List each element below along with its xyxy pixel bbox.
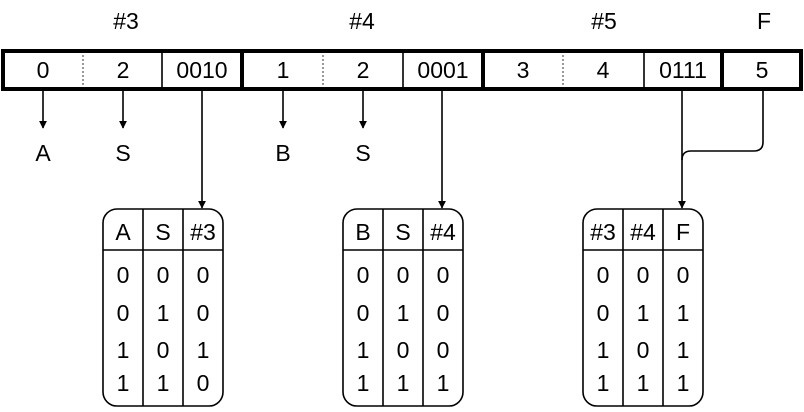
table-cell: 1 — [397, 300, 410, 326]
table-header: B — [355, 219, 370, 245]
table-cell: 0 — [397, 337, 410, 363]
connector-f-to-table-3 — [681, 89, 764, 161]
table-cell: 0 — [157, 262, 170, 288]
output-label-a: A — [35, 140, 51, 166]
table-header: S — [155, 219, 170, 245]
table-cell: 0 — [117, 300, 130, 326]
table-cell: 0 — [357, 300, 370, 326]
table-outline — [102, 208, 224, 407]
table-header: F — [676, 219, 690, 245]
table-cell: 1 — [637, 370, 650, 396]
table-cell: 1 — [597, 370, 610, 396]
table-cell: 0 — [357, 262, 370, 288]
table-cell: 1 — [637, 300, 650, 326]
group-label-f: F — [757, 8, 771, 34]
table-cell: 0 — [197, 300, 210, 326]
table-header: S — [395, 219, 410, 245]
bar-cell: 2 — [357, 57, 370, 83]
table-cell: 1 — [157, 370, 170, 396]
table-cell: 0 — [437, 337, 450, 363]
truth-table-2: B S #4 0 0 0 0 1 0 1 0 0 1 1 1 — [342, 208, 464, 407]
group-label-3: #3 — [113, 8, 139, 34]
table-cell: 1 — [437, 370, 450, 396]
group-label-5: #5 — [591, 8, 617, 34]
table-cell: 0 — [597, 300, 610, 326]
bar-f-cell — [720, 49, 803, 91]
table-cell: 0 — [637, 337, 650, 363]
table-cell: 0 — [197, 262, 210, 288]
bar-cell: 1 — [277, 57, 290, 83]
truth-table-3: #3 #4 F 0 0 0 0 1 1 1 0 1 1 1 1 — [582, 208, 704, 407]
table-cell: 1 — [677, 337, 690, 363]
table-cell: 0 — [677, 262, 690, 288]
output-label-b: B — [275, 140, 290, 166]
table-cell: 0 — [437, 300, 450, 326]
table-header: #3 — [190, 219, 216, 245]
table-cell: 1 — [197, 337, 210, 363]
table-cell: 1 — [117, 337, 130, 363]
table-cell: 1 — [597, 337, 610, 363]
bar-cell: 0111 — [659, 57, 707, 83]
bar-cell: 2 — [117, 57, 130, 83]
truth-table-1: A S #3 0 0 0 0 1 0 1 0 1 1 1 0 — [102, 208, 224, 407]
table-cell: 0 — [437, 262, 450, 288]
table-cell: 0 — [637, 262, 650, 288]
table-header: #3 — [590, 219, 616, 245]
table-cell: 1 — [357, 337, 370, 363]
table-outline — [582, 208, 704, 407]
bar-cell: 5 — [756, 57, 769, 83]
bar-cell: 0010 — [176, 57, 227, 83]
table-cell: 1 — [357, 370, 370, 396]
table-outline — [342, 208, 464, 407]
table-cell: 1 — [397, 370, 410, 396]
bar-cell: 4 — [597, 57, 610, 83]
bar-cell: 0 — [37, 57, 50, 83]
table-cell: 1 — [117, 370, 130, 396]
table-cell: 0 — [117, 262, 130, 288]
output-label-s: S — [115, 140, 130, 166]
table-cell: 1 — [677, 300, 690, 326]
output-label-s: S — [355, 140, 370, 166]
table-cell: 0 — [397, 262, 410, 288]
table-header: #4 — [430, 219, 456, 245]
table-cell: 0 — [197, 370, 210, 396]
table-cell: 1 — [157, 300, 170, 326]
table-cell: 0 — [597, 262, 610, 288]
table-header: #4 — [630, 219, 656, 245]
bar-cell: 3 — [517, 57, 530, 83]
table-cell: 1 — [677, 370, 690, 396]
table-header: A — [115, 219, 131, 245]
bar-cell: 0001 — [417, 57, 468, 83]
table-cell: 0 — [157, 337, 170, 363]
group-label-4: #4 — [349, 8, 375, 34]
